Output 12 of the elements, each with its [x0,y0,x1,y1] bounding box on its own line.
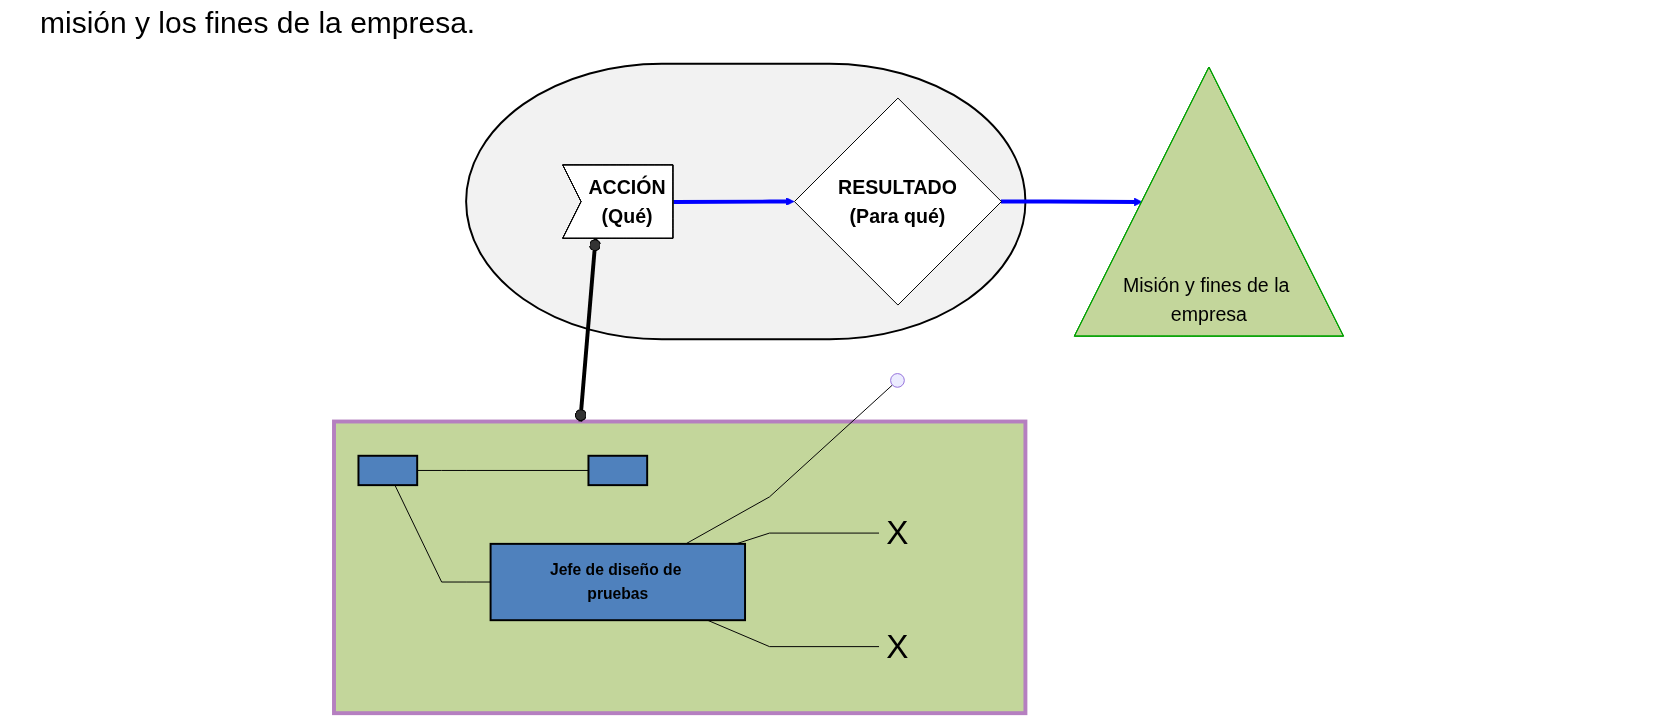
node-diamond: RESULTADO (Para qué) [794,97,1003,306]
arrow [1001,197,1143,207]
arrow [673,197,795,206]
cluster [332,419,1028,716]
node-box [587,454,649,487]
node-box [357,454,419,487]
node-text: X [886,514,909,552]
node-text: X [886,627,909,665]
connector [575,238,602,422]
note-text: misión y los fines de la empresa. [40,6,477,40]
node-box: Jefe de diseño de pruebas [489,542,747,622]
connector [685,384,894,545]
